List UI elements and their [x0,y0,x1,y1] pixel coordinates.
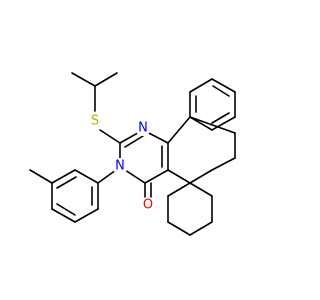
bond-spiro-ch2 [189,169,213,184]
bond-benzo-inner-2 [212,85,230,97]
bond-benzo-6 [189,116,213,131]
oxygen-label-background [140,197,156,213]
bond-c4-n3 [124,169,146,184]
n3-label: N [115,159,125,174]
bond-tolyl-4 [51,208,76,223]
bond-c10b-c9b [167,116,191,144]
bond-tolyl-5 [74,208,99,223]
n1-label: N [138,121,148,136]
bond-tolyl-methyl [29,169,53,184]
bond-isopropyl-methyl-left [71,72,96,87]
sulfur-label: S [91,114,99,129]
bond-tolyl-1 [74,169,99,184]
bond-tolyl-inner-2 [56,203,76,216]
bond-isopropyl-methyl-right [94,72,118,87]
bond-cyclohexane-3 [189,221,213,236]
bonds [29,72,236,236]
bond-benzo-3 [211,78,236,93]
bond-cyclohexane-4 [167,221,191,236]
bond-benzo-2 [189,78,213,93]
n1-label-background [135,120,151,136]
bond-cyclohexane-6 [167,182,191,197]
atom-labels: S N N O [87,113,156,213]
bond-c4a-c4 [144,169,169,184]
bond-c2-n1-double [124,135,144,148]
bond-sulfur-c2 [99,129,121,144]
oxygen-label: O [143,198,153,213]
bond-tolyl-inner-1 [56,176,77,189]
bond-benzo-5 [211,116,236,131]
bond-n3-tolyl [97,169,117,184]
bond-benzo-inner-3 [211,112,230,124]
sulfur-label-background [87,113,103,129]
bond-ch2-c6a [211,157,236,171]
bond-c10a-c10b [189,116,236,134]
bond-tolyl-2 [51,169,76,184]
bond-c4a-spiro [167,169,191,184]
bond-cyclohexane-1 [189,182,213,197]
n3-label-background [112,158,128,174]
molecule-structure: S N N O [29,72,236,236]
